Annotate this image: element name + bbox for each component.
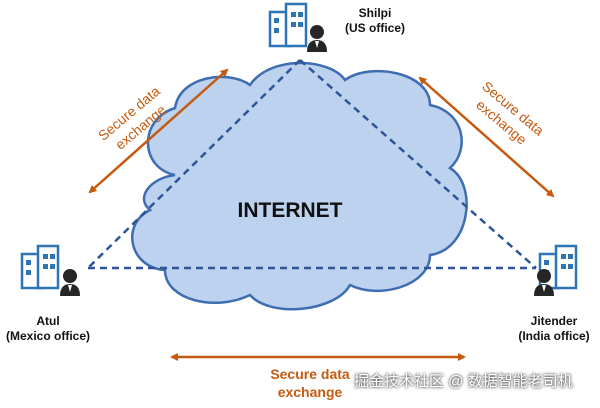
node-top-label: Shilpi (US office) (330, 6, 420, 36)
exchange-arrow-left (88, 68, 229, 194)
internet-label: INTERNET (237, 199, 343, 222)
person-icon-left (60, 269, 80, 296)
node-left-label: Atul (Mexico office) (0, 314, 96, 344)
person-icon-top (307, 25, 327, 52)
building-icon-left (20, 244, 60, 290)
node-left-name: Atul (36, 314, 60, 328)
node-top-office: (US office) (345, 21, 405, 35)
exchange-label-bottom: Secure data exchange (255, 366, 365, 401)
exchange-arrow-right (418, 76, 555, 198)
watermark: 掘金技术社区 @ 数据智能老司机 (354, 373, 573, 390)
link-top-right (299, 59, 537, 269)
node-right-office: (India office) (518, 329, 590, 343)
node-top-name: Shilpi (358, 6, 392, 20)
node-left-office: (Mexico office) (5, 329, 90, 343)
node-right-label: Jitender (India office) (508, 314, 600, 344)
node-right-name: Jitender (530, 314, 578, 328)
exchange-label-bottom-line1: Secure data (270, 366, 350, 382)
exchange-label-bottom-line2: exchange (277, 383, 343, 400)
building-icon-top (268, 2, 308, 48)
